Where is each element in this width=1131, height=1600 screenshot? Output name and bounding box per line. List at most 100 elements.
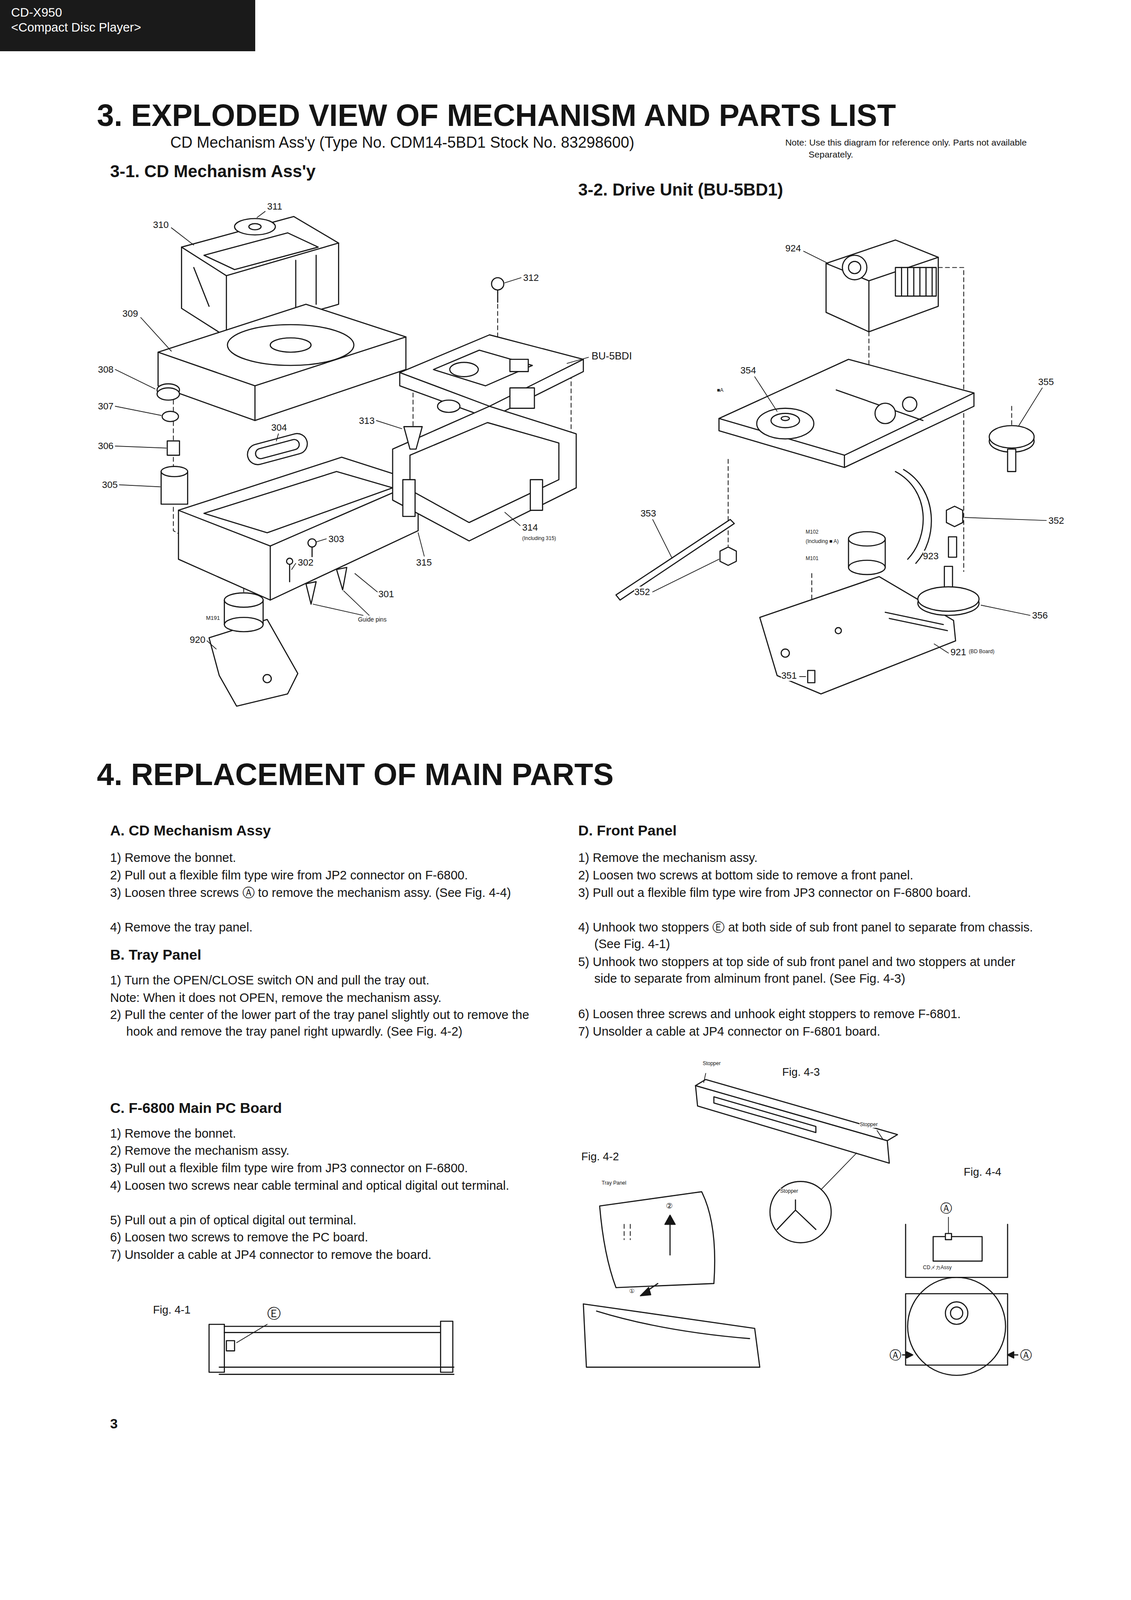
header-text: CD-X950 — [11, 5, 245, 21]
callout-number: 307 — [97, 400, 114, 412]
leader-line — [219, 1373, 455, 1375]
callout-number: 306 — [97, 440, 114, 452]
note: Note: Use this diagram for reference onl… — [785, 136, 1043, 161]
cd-mechanism-drawing — [157, 216, 419, 706]
step-text: 4) Loosen two screws near cable terminal… — [110, 1177, 556, 1194]
drawing-part — [719, 393, 974, 456]
drawing-part — [1007, 1351, 1014, 1358]
part-label: BU-5BDI — [591, 349, 633, 362]
drawing-part — [848, 531, 886, 546]
drawing-part — [270, 338, 312, 353]
step-text: 2) Loosen two screws at bottom side to r… — [578, 866, 1041, 884]
drawing-part — [392, 406, 577, 541]
drawing-part — [226, 1340, 235, 1351]
leader-line — [206, 640, 217, 649]
step-heading: A. CD Mechanism Assy — [110, 822, 272, 839]
callout-number: 351 — [781, 670, 797, 681]
drawing-part — [769, 1181, 831, 1243]
drawing-part — [842, 255, 867, 280]
drawing-part — [714, 1096, 817, 1133]
drawing-part — [583, 1303, 760, 1367]
drawing-part — [848, 261, 861, 274]
leader-line — [504, 512, 521, 526]
drawing-part — [901, 267, 933, 297]
drawing-part — [510, 387, 535, 409]
part-label: M101 — [805, 555, 819, 562]
drawing-part — [399, 334, 584, 419]
drawing-part — [204, 232, 319, 270]
drawing-part — [162, 411, 179, 422]
step-text: 4) Remove the tray panel. — [110, 918, 556, 936]
step-text: 7) Unsolder a cable at JP4 connector to … — [110, 1246, 556, 1263]
drawing-part — [178, 457, 419, 601]
callout-number: 923 — [923, 550, 939, 562]
callout-number: 302 — [297, 556, 314, 568]
step-text: 5) Unhook two stoppers at top side of su… — [578, 953, 1041, 987]
leader-line — [224, 1331, 449, 1333]
drawing-part — [615, 519, 735, 601]
drawing-part — [234, 218, 276, 235]
drawing-part — [781, 648, 790, 657]
callout-number: 921 — [950, 646, 967, 658]
leader-line — [119, 484, 161, 487]
leader-line — [497, 289, 499, 337]
leader-line — [225, 275, 228, 337]
leader-line — [254, 385, 256, 421]
step-text: 3) Loosen three screws Ⓐ to remove the m… — [110, 884, 556, 901]
callout-number: 355 — [1038, 376, 1055, 388]
leader-line — [981, 605, 1031, 616]
part-label: Tray Panel — [601, 1180, 627, 1187]
step-text: 1) Remove the mechanism assy. — [578, 849, 1041, 866]
part-label: (Including ■ A) — [805, 538, 839, 545]
fig-4-1-drawing — [209, 1320, 454, 1374]
step-heading: C. F-6800 Main PC Board — [110, 1099, 282, 1117]
circled-number: ② — [665, 1201, 673, 1211]
figure-label: Fig. 4-2 — [581, 1150, 619, 1164]
callout-number: 356 — [1031, 609, 1048, 621]
subheading: 3-2. Drive Unit (BU-5BD1) — [578, 179, 784, 200]
leader-line — [412, 385, 414, 427]
drawing-part — [449, 362, 479, 377]
callout-number: 309 — [122, 308, 139, 319]
header-band: CD-X950<Compact Disc Player> — [0, 0, 256, 52]
leader-line — [754, 376, 778, 412]
drawing-part — [440, 1320, 453, 1372]
drawing-part — [664, 1215, 676, 1225]
leader-line — [313, 603, 364, 616]
leader-line — [799, 676, 806, 677]
leader-line — [276, 433, 279, 441]
drawing-part — [1007, 448, 1016, 472]
part-label: ■A — [717, 387, 724, 394]
drawing-part — [950, 1306, 963, 1320]
drawing-part — [209, 1323, 225, 1372]
drawing-part — [224, 592, 264, 607]
callout-number: 354 — [740, 364, 757, 376]
drawing-part — [835, 627, 842, 634]
part-label: (Including 315) — [521, 535, 556, 542]
subheading: 3-1. CD Mechanism Ass'y — [110, 161, 316, 181]
leader-line — [316, 538, 327, 542]
leader-line — [821, 1152, 857, 1190]
step-text: 7) Unsolder a cable at JP4 connector on … — [578, 1023, 1041, 1040]
note: Note: When it does not OPEN, remove the … — [110, 989, 556, 1006]
drawing-part — [756, 408, 814, 439]
drawing-part — [948, 536, 957, 557]
part-label: Stopper — [780, 1188, 799, 1195]
leader-line — [115, 445, 167, 449]
leader-line — [727, 459, 729, 546]
callout-number: 312 — [523, 272, 540, 283]
callout-number: 311 — [267, 201, 283, 212]
drawing-part — [161, 466, 188, 477]
part-label: Guide pins — [358, 615, 387, 623]
part-label: Stopper — [859, 1121, 878, 1128]
leader-line — [877, 1130, 884, 1140]
leader-line — [652, 519, 672, 559]
leader-line — [343, 590, 370, 616]
leader-line — [315, 255, 317, 305]
step-text: 2) Pull out a flexible film type wire fr… — [110, 866, 556, 884]
drawing-part — [807, 670, 816, 683]
step-text: 2) Pull the center of the lower part of … — [110, 1006, 556, 1040]
step-text: 2) Remove the mechanism assy. — [110, 1142, 556, 1159]
drawing-part — [530, 479, 543, 511]
